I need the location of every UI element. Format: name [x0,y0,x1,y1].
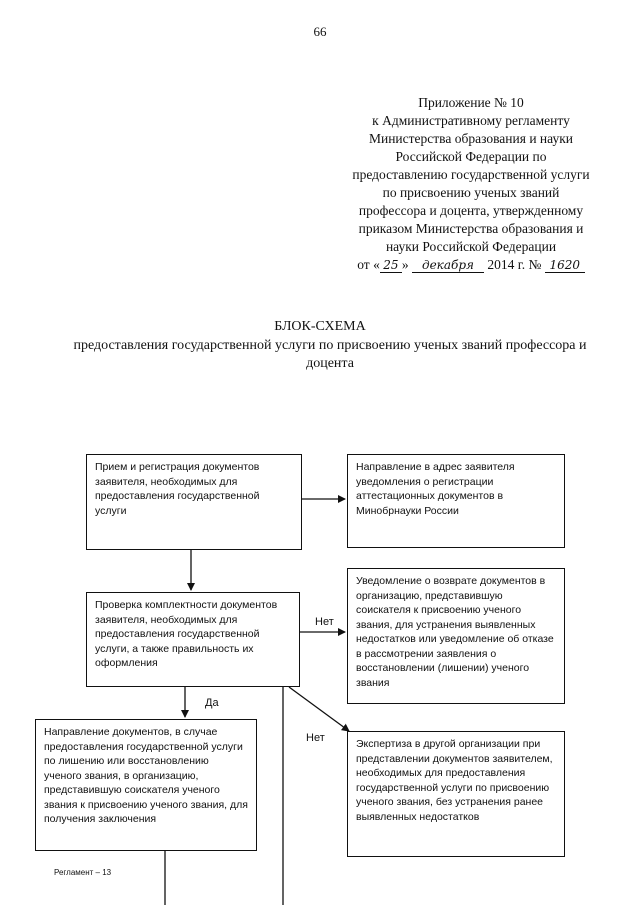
flow-box-completeness-check: Проверка комплектности документов заявит… [86,592,300,687]
label-yes: Да [205,697,219,709]
handwritten-day: 25 [379,258,402,273]
flow-box-external-expertise: Экспертиза в другой организации при пред… [347,731,565,857]
handwritten-order-number: 1620 [544,258,585,273]
appendix-line: приказом Министерства образования и [358,221,584,236]
appendix-header: Приложение № 10 к Административному регл… [340,94,602,274]
appendix-line: Министерства образования и науки [368,131,574,146]
label-no-expertise: Нет [306,732,325,744]
order-date-line: от «25» декабря 2014 г. № 1620 [340,256,602,274]
appendix-line: Российской Федерации по [395,149,547,164]
document-title: БЛОК-СХЕМА [274,319,366,334]
order-date-quote: » [401,257,409,272]
appendix-line: Приложение № 10 [418,95,524,110]
flow-box-return-notice: Уведомление о возврате документов в орга… [347,568,565,704]
flow-box-notification-registration: Направление в адрес заявителя уведомлени… [347,454,565,548]
label-no-return: Нет [315,616,334,628]
appendix-line: по присвоению ученых званий [382,185,560,200]
document-subtitle: предоставления государственной услуги по… [73,338,587,371]
footer-regulation-mark: Регламент – 13 [54,868,112,877]
appendix-line: к Административному регламенту [372,113,570,128]
page-number: 66 [313,24,327,39]
order-date-prefix: от « [357,257,380,272]
appendix-line: предоставлению государственной услуги [352,167,590,182]
flow-box-send-for-conclusion: Направление документов, в случае предост… [35,719,257,851]
flow-box-reception: Прием и регистрация документов заявителя… [86,454,302,550]
order-year: 2014 г. № [487,257,542,272]
appendix-line: науки Российской Федерации [385,239,557,254]
handwritten-month: декабря [411,258,484,273]
arrow-check-to-expertise [288,686,350,732]
appendix-line: профессора и доцента, утвержденному [358,203,584,218]
